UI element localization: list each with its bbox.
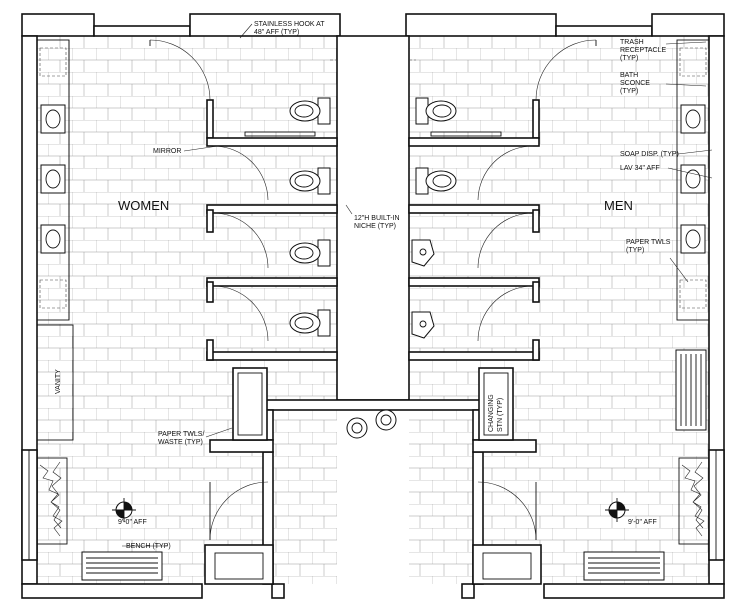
sconce-note-line2: SCONCE	[620, 80, 650, 87]
ceiling-note-men: 9'-0" AFF	[628, 519, 657, 526]
leader-lines	[122, 23, 713, 547]
women-changing	[232, 367, 268, 441]
sconce-note-line3: (TYP)	[620, 88, 638, 95]
urinal-icon	[411, 239, 435, 267]
ceiling-marker-men	[605, 498, 629, 522]
trash-note-line2: RECEPTACLE	[620, 47, 666, 54]
trash-note-line3: (TYP)	[620, 55, 638, 62]
vanity-label: VANITY	[55, 369, 62, 394]
hook-note-line1: STAINLESS HOOK AT	[254, 21, 325, 28]
planter-men	[678, 457, 710, 545]
toilet-icon	[289, 167, 331, 195]
planter-women	[36, 457, 68, 545]
soap-note: SOAP DISP. (TYP)	[620, 151, 679, 158]
bench-women	[81, 551, 163, 581]
trash-note-line1: TRASH	[620, 39, 644, 46]
ceiling-note-women: 9'-0" AFF	[118, 519, 147, 526]
paper-men-note-line1: PAPER TWLS	[626, 239, 671, 246]
niche-note-line2: NICHE (TYP)	[354, 223, 396, 230]
paper-waste-note-line1: PAPER TWLS/	[158, 431, 204, 438]
changing-note-line1: CHANGING	[488, 394, 495, 432]
men-stalls	[408, 39, 597, 361]
room-label-women: WOMEN	[118, 198, 169, 213]
niche-note-line1: 12"H BUILT-IN	[354, 215, 400, 222]
toilet-icon	[289, 309, 331, 337]
hook-note-line2: 48" AFF (TYP)	[254, 29, 299, 36]
toilet-icon	[415, 97, 457, 125]
walls	[21, 13, 725, 599]
women-toilets	[244, 59, 337, 337]
drinking-fountains	[346, 409, 397, 439]
toilet-icon	[289, 97, 331, 125]
paper-men-note-line2: (TYP)	[626, 247, 644, 254]
men-fixtures	[409, 59, 502, 339]
men-vanity	[676, 39, 710, 321]
bench-note: BENCH (TYP)	[126, 543, 171, 550]
bench-men	[583, 551, 665, 581]
sconce-note-line1: BATH	[620, 72, 638, 79]
toilet-icon	[289, 239, 331, 267]
urinal-icon	[411, 311, 435, 339]
women-stalls	[149, 39, 338, 361]
women-vanity	[36, 39, 74, 441]
men-changing	[478, 367, 514, 441]
men-floor	[409, 36, 709, 584]
changing-note-line2: STN (TYP)	[497, 398, 504, 432]
mirror-note: MIRROR	[153, 148, 181, 155]
ceiling-marker-women	[112, 498, 136, 522]
labels: WOMEN MEN STAINLESS HOOK AT 48" AFF (TYP…	[55, 21, 679, 550]
women-floor	[37, 36, 337, 584]
bench-men-side	[675, 349, 707, 431]
lav-note: LAV 34" AFF	[620, 165, 660, 172]
toilet-icon	[415, 167, 457, 195]
room-label-men: MEN	[604, 198, 633, 213]
entry-doors	[209, 481, 537, 580]
paper-waste-note-line2: WASTE (TYP)	[158, 439, 203, 446]
